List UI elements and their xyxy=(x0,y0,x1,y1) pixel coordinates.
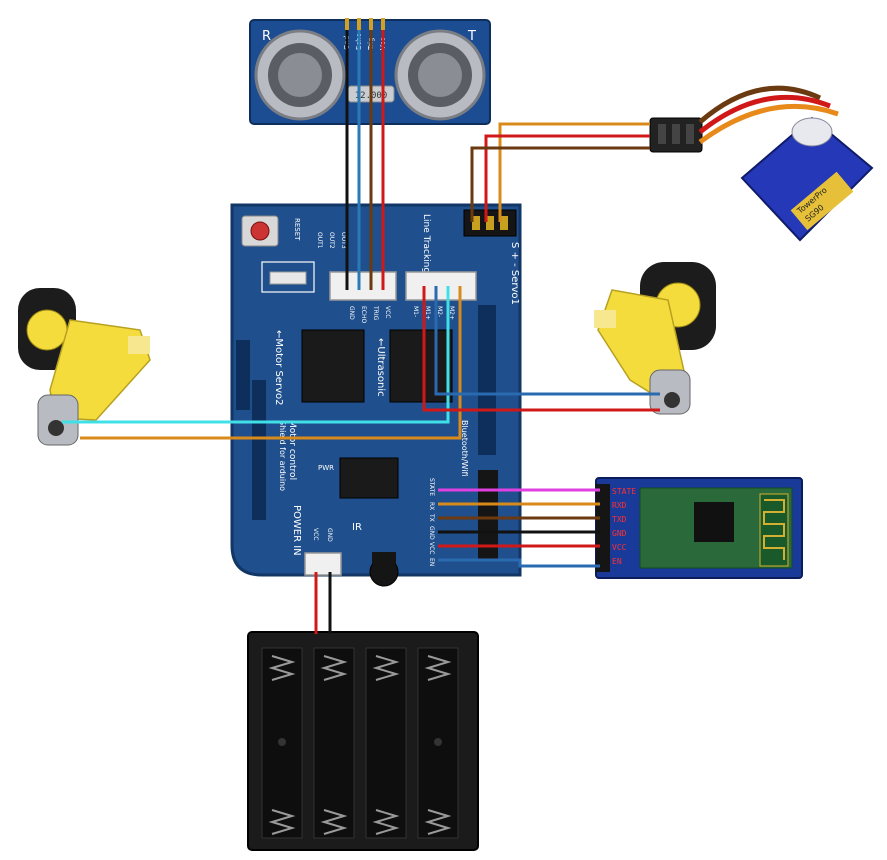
motor-connector xyxy=(405,271,477,301)
bt-pin-rxd: RXD xyxy=(612,501,627,510)
ultra-header-vcc: VCC xyxy=(384,306,391,318)
bluetooth-wifi-label: Bluetooth/Wifi xyxy=(460,420,469,477)
bt-header-gnd: GND xyxy=(428,526,435,540)
wires xyxy=(62,30,660,634)
motor-pin-m1-minus: M1- xyxy=(412,306,419,317)
servo-motor: TowerPro SG90 xyxy=(649,85,874,242)
motor-control-subtitle: Shield for arduino xyxy=(278,420,287,491)
wire-left-motor-cyan xyxy=(62,286,450,424)
wire-right-motor-blue xyxy=(434,286,660,396)
left-motor xyxy=(18,288,151,446)
wire-right-motor-red xyxy=(422,286,660,412)
power-in-label: POWER IN xyxy=(291,505,302,556)
wire-servo-brown xyxy=(470,146,650,222)
ir-label: IR xyxy=(352,522,362,533)
bt-pin-txd: TXD xyxy=(612,515,627,524)
wire-servo-orange xyxy=(498,122,650,222)
bt-header-state: STATE xyxy=(428,478,435,496)
bt-pin-state: STATE xyxy=(612,487,636,496)
line-tracking-label: Line Tracking xyxy=(421,214,431,273)
power-pin-gnd: GND xyxy=(326,528,333,542)
bluetooth-module: STATE RXD TXD GND VCC EN xyxy=(595,477,803,579)
motor-pin-m1-plus: M1+ xyxy=(424,306,431,320)
ultrasonic-connector xyxy=(329,271,397,301)
wire-left-motor-orange xyxy=(80,286,462,440)
bluetooth-pin-labels: STATE RXD TXD GND VCC EN xyxy=(612,487,636,566)
motor-servo2-label: ←Motor Servo2 xyxy=(273,330,284,405)
servo1-label: S + - Servo1 xyxy=(509,242,520,305)
driver-ic-left xyxy=(301,329,365,403)
ultra-header-trig: TRIG xyxy=(372,305,379,321)
pwr-label: PWR xyxy=(318,464,334,472)
power-pin-vcc: VCC xyxy=(312,528,319,540)
right-motor xyxy=(594,262,716,415)
power-connector xyxy=(304,552,342,576)
driver-ic-right xyxy=(389,329,453,403)
reset-label: RESET xyxy=(293,218,301,241)
out3-label: OUT3 xyxy=(340,232,347,249)
bt-pin-en: EN xyxy=(612,557,622,566)
logic-ic xyxy=(339,457,399,499)
battery-holder xyxy=(247,631,479,851)
wire-bt-en xyxy=(438,558,600,568)
bt-header-en: EN xyxy=(428,558,435,566)
bt-pin-vcc: VCC xyxy=(612,543,627,552)
out1-label: OUT1 xyxy=(316,232,323,249)
ultra-header-gnd: GND xyxy=(348,306,355,320)
ultra-header-echo: ECHO xyxy=(360,306,367,323)
bt-header-tx: TX xyxy=(428,513,435,522)
motor-control-title: Motor control xyxy=(287,420,297,480)
right-pin-strip xyxy=(478,305,498,560)
ultrasonic-sensor: 12.000 R T Gnd Echo Trig Vcc xyxy=(249,18,491,125)
bt-header-rx: RX xyxy=(428,502,435,510)
out2-label: OUT2 xyxy=(328,232,335,249)
ultrasonic-label: ←Ultrasonic xyxy=(375,338,386,397)
bt-header-vcc: VCC xyxy=(428,542,435,554)
left-pin-strip xyxy=(236,340,266,520)
bt-pin-gnd: GND xyxy=(612,529,627,538)
motor-pin-m2-minus: M2- xyxy=(436,306,443,317)
ultrasonic-corner-left: R xyxy=(262,29,271,44)
motor-pin-m2-plus: M2+ xyxy=(448,306,455,320)
wire-servo-red xyxy=(484,134,650,222)
ultrasonic-corner-right: T xyxy=(467,29,476,44)
